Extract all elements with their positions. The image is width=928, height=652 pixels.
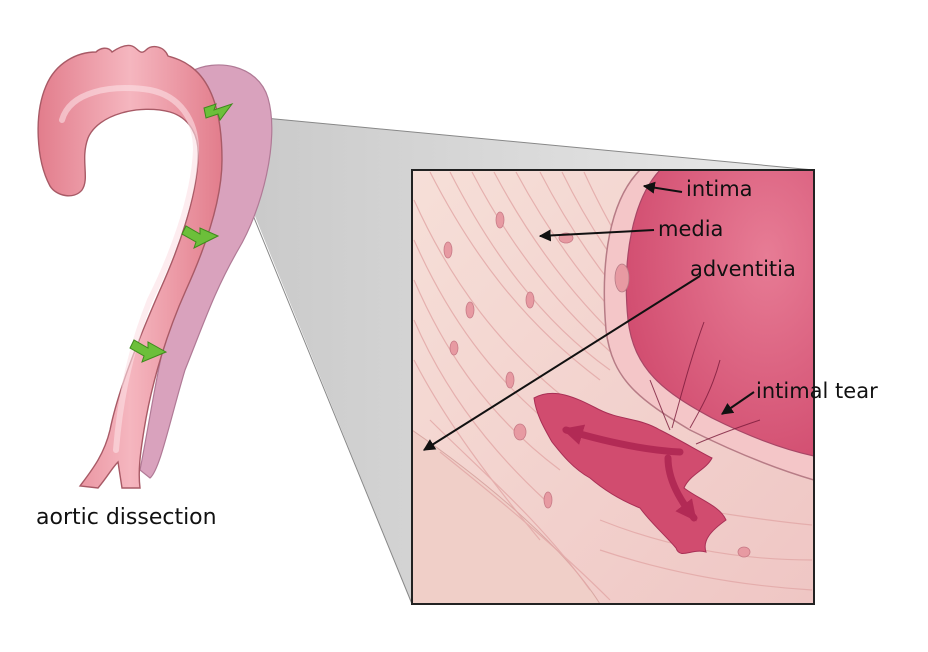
green-flow-arrow-icon bbox=[203, 103, 234, 122]
diagram-caption: aortic dissection bbox=[36, 505, 217, 530]
zoom-cone-edge-top bbox=[211, 112, 815, 171]
flow-lines bbox=[649, 321, 761, 445]
green-flow-arrow-icon bbox=[129, 339, 168, 363]
label-adventitia: adventitia bbox=[690, 257, 796, 281]
aorta-vessel bbox=[37, 44, 223, 489]
zoom-cone bbox=[214, 113, 814, 604]
tear-direction-arrow-icon bbox=[561, 424, 698, 522]
label-intima: intima bbox=[686, 177, 753, 201]
adventitia-pointer-arrow bbox=[422, 275, 701, 451]
intima-cell bbox=[614, 263, 630, 293]
magnified-box-border bbox=[411, 169, 815, 605]
green-flow-arrow-icon bbox=[181, 225, 220, 249]
intima-pointer-arrow bbox=[642, 181, 683, 194]
media-pointer-arrow bbox=[538, 229, 655, 242]
intimal-tear-pointer-arrow bbox=[721, 391, 755, 415]
label-media: media bbox=[658, 217, 723, 241]
cell-nuclei bbox=[443, 211, 751, 558]
aorta-highlight bbox=[59, 85, 200, 453]
label-intimal-tear: intimal tear bbox=[756, 379, 878, 403]
aorta-illustration bbox=[37, 44, 273, 489]
adventitia-layer bbox=[412, 429, 601, 604]
magnified-wall-section bbox=[411, 169, 815, 605]
